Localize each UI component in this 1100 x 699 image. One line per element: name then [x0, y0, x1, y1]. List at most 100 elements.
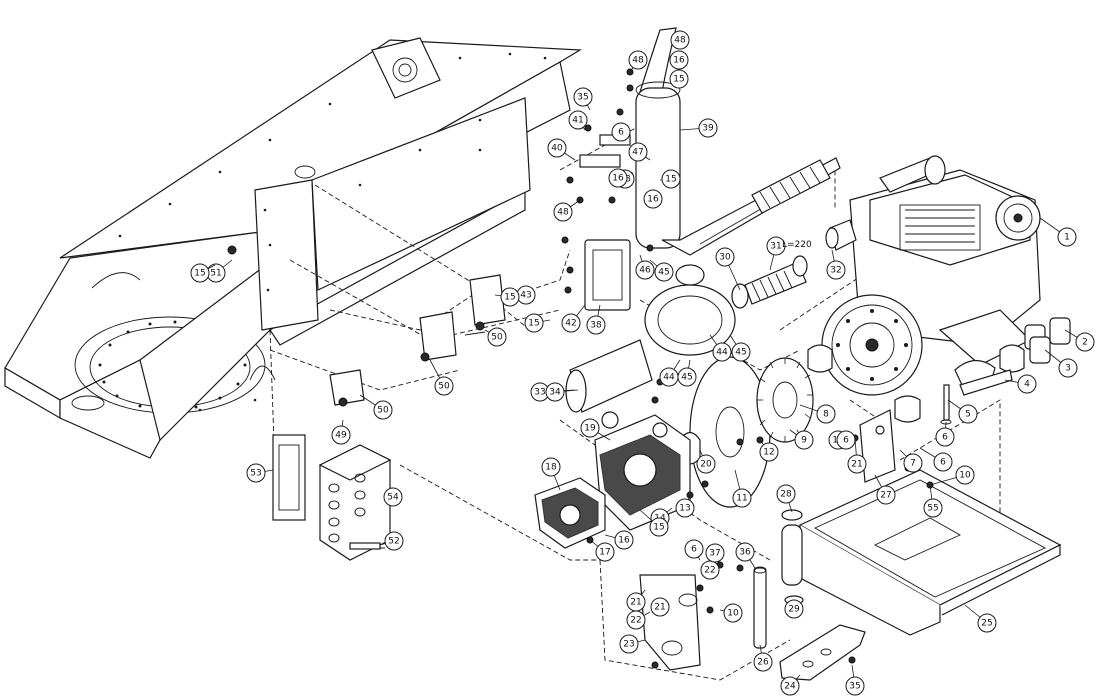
callout-number: 54 [387, 493, 399, 503]
part-callout-20: 20 [696, 449, 716, 474]
callout-number: 15 [673, 75, 684, 85]
callout-circle [190, 263, 210, 283]
part-callout-32: 32 [826, 249, 846, 280]
callout-number: 13 [679, 504, 690, 514]
part-callout-50: 50 [484, 327, 507, 347]
part-callout-54: 54 [383, 487, 403, 507]
part-callout-16: 16 [643, 189, 663, 209]
part-callout-52: 52 [379, 531, 404, 551]
part-callout-17: 17 [589, 539, 615, 562]
callout-circle [1057, 227, 1077, 247]
hose-length-label: L=220 [782, 240, 812, 250]
part-callout-3: 3 [1044, 349, 1078, 378]
part-callout-44: 44 [659, 359, 681, 387]
callout-number: 16 [673, 56, 685, 66]
callout-number: 21 [630, 598, 641, 608]
part-callout-45: 45 [729, 334, 751, 362]
callout-circle [649, 517, 669, 537]
callout-circle [776, 484, 796, 504]
part-callout-8: 8 [799, 404, 836, 424]
callout-circle [933, 452, 953, 472]
callout-circle [1058, 358, 1078, 378]
callout-circle [586, 315, 606, 335]
callout-circle [619, 634, 639, 654]
callout-circle [735, 542, 755, 562]
part-callout-48: 48 [553, 199, 581, 222]
part-callout-31: 31 [766, 236, 786, 271]
part-callout-45: 45 [677, 359, 697, 387]
callout-number: 53 [250, 469, 261, 479]
part-callout-15: 15 [190, 263, 216, 283]
callout-number: 42 [565, 319, 576, 329]
callout-circle [705, 543, 725, 563]
callout-circle [595, 542, 615, 562]
part-callout-35: 35 [845, 664, 865, 696]
callout-circle [794, 430, 814, 450]
callout-circle [759, 442, 779, 462]
callout-layer: 1234566789101011121314151617181920212122… [190, 30, 1095, 696]
callout-number: 44 [716, 348, 728, 358]
callout-number: 15 [653, 523, 664, 533]
callout-circle [614, 530, 634, 550]
callout-circle [373, 400, 393, 420]
callout-number: 19 [584, 424, 596, 434]
callout-number: 51 [210, 269, 221, 279]
callout-number: 21 [851, 460, 862, 470]
callout-circle [500, 287, 520, 307]
engine-tray [798, 464, 1062, 636]
callout-circle [696, 454, 716, 474]
callout-number: 47 [632, 148, 643, 158]
callout-number: 3 [1065, 364, 1071, 374]
callout-number: 48 [674, 36, 686, 46]
callout-circle [753, 652, 773, 672]
part-callout-45: 45 [649, 259, 674, 282]
part-callout-22: 22 [626, 610, 651, 630]
part-callout-15: 15 [669, 69, 689, 89]
callout-number: 15 [504, 293, 515, 303]
engine-cooling-fins [905, 209, 975, 243]
callout-number: 33 [534, 388, 545, 398]
callout-number: 31 [770, 242, 781, 252]
part-callout-18: 18 [541, 457, 561, 491]
callout-circle [935, 427, 955, 447]
part-callout-50: 50 [359, 394, 393, 420]
callout-number: 29 [788, 605, 800, 615]
callout-circle [715, 247, 735, 267]
part-callout-25: 25 [964, 604, 997, 633]
part-callout-40: 40 [547, 138, 576, 161]
callout-number: 52 [388, 537, 399, 547]
callout-circle [383, 487, 403, 507]
air-filter-assembly [565, 239, 808, 413]
flex-exhaust-hose [751, 159, 831, 214]
callout-circle [524, 313, 544, 333]
callout-number: 8 [823, 410, 829, 420]
callout-number: 39 [702, 124, 714, 134]
part-callout-42: 42 [561, 304, 586, 333]
callout-number: 40 [551, 144, 563, 154]
callout-circle [766, 236, 786, 256]
coupling-teeth [757, 358, 813, 442]
callout-number: 48 [632, 56, 644, 66]
part-callout-6: 6 [611, 122, 631, 142]
part-callout-21: 21 [626, 589, 646, 612]
callout-number: 16 [647, 195, 659, 205]
part-callout-5: 5 [947, 399, 978, 424]
part-callout-11: 11 [732, 469, 752, 508]
callout-number: 43 [520, 291, 531, 301]
engine-mounts [807, 317, 1071, 425]
callout-number: 48 [557, 208, 569, 218]
part-callout-4: 4 [1004, 374, 1037, 394]
part-callout-15: 15 [524, 313, 551, 333]
callout-circle [712, 342, 732, 362]
callout-number: 32 [830, 266, 841, 276]
callout-number: 10 [959, 471, 971, 481]
part-callout-21: 21 [847, 437, 867, 474]
callout-circle [650, 597, 670, 617]
callout-number: 38 [590, 321, 602, 331]
callout-circle [611, 122, 631, 142]
part-callout-23: 23 [619, 634, 646, 654]
callout-circle [675, 498, 695, 518]
callout-circle [628, 142, 648, 162]
callout-number: 17 [599, 548, 610, 558]
